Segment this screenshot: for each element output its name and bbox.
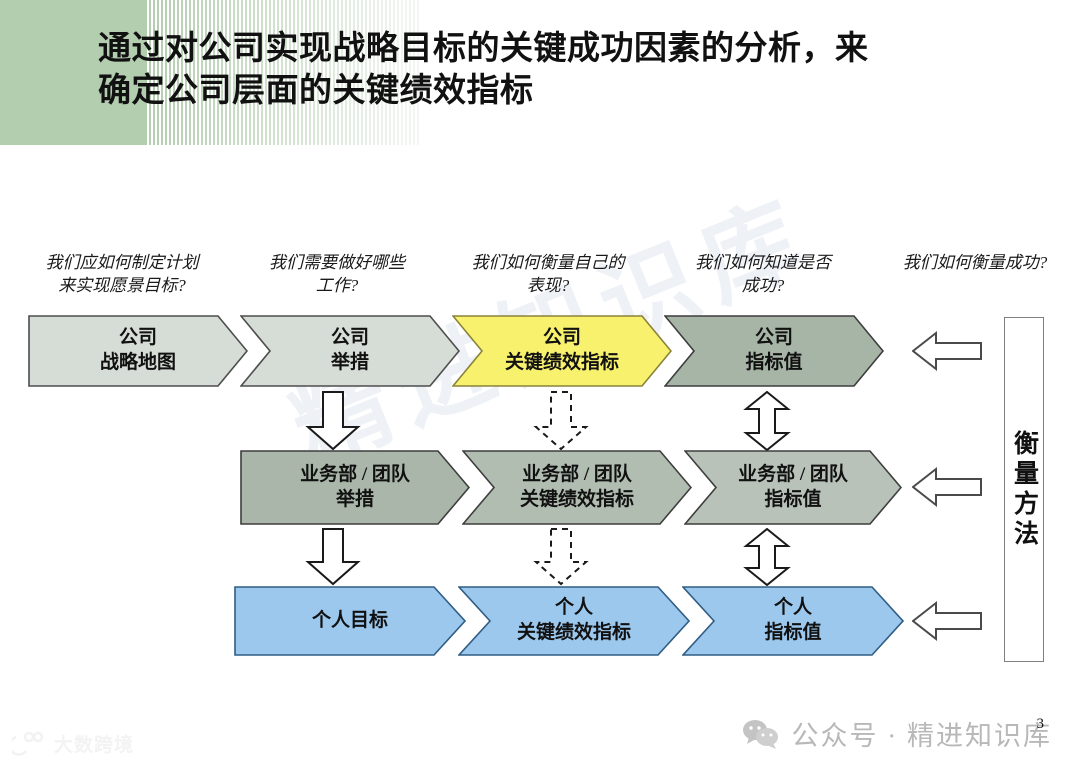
wechat-icon	[742, 719, 778, 749]
cell-label: 业务部 / 团队 指标值	[738, 463, 848, 510]
down-arrow-bu-kpi-dashed	[533, 528, 589, 586]
footer-brand-text: 公众号 · 精进知识库	[791, 721, 1052, 751]
left-arrow-row-individual	[912, 600, 982, 642]
chevron-shape	[240, 315, 460, 387]
cell-individual-target-value[interactable]: 个人 指标值	[682, 586, 904, 656]
measure-method-label: 衡量方法	[1010, 429, 1038, 550]
chevron-shape	[664, 315, 884, 387]
down-arrow-bu-to-individual	[305, 528, 361, 586]
measure-method-panel[interactable]: 衡量方法	[1004, 317, 1044, 662]
title-band-solid	[0, 0, 145, 145]
chevron-shape	[458, 586, 690, 656]
chevron-shape	[462, 450, 692, 525]
corner-watermark-logo: 大数跨境	[12, 730, 134, 757]
chevron-shape	[240, 450, 470, 525]
chevron-shape	[684, 450, 902, 525]
cell-bu-initiatives[interactable]: 业务部 / 团队 举措	[240, 450, 470, 525]
chevron-shape	[234, 586, 466, 656]
cell-label: 公司 关键绩效指标	[504, 327, 619, 373]
page-title: 通过对公司实现战略目标的关键成功因素的分析，来 确定公司层面的关键绩效指标	[98, 31, 869, 110]
page-number: 3	[1036, 716, 1045, 732]
cell-label: 个人目标	[311, 609, 388, 631]
cell-company-initiatives[interactable]: 公司 举措	[240, 315, 460, 387]
cell-label: 公司 战略地图	[99, 327, 176, 373]
chevron-shape	[682, 586, 904, 656]
cell-bu-kpi[interactable]: 业务部 / 团队 关键绩效指标	[462, 450, 692, 525]
question-caption-3: 我们如何衡量自己的 表现?	[471, 253, 625, 295]
cell-bu-target-value[interactable]: 业务部 / 团队 指标值	[684, 450, 902, 525]
left-arrow-row-company	[912, 330, 982, 372]
cell-company-kpi[interactable]: 公司 关键绩效指标	[452, 315, 672, 387]
cell-individual-kpi[interactable]: 个人 关键绩效指标	[458, 586, 690, 656]
question-caption-5: 我们如何衡量成功?	[902, 253, 1048, 272]
cell-label: 个人 指标值	[764, 597, 822, 643]
left-arrow-row-bu	[912, 466, 982, 508]
down-arrow-kpi-dashed	[533, 391, 589, 451]
cell-label: 公司 指标值	[745, 327, 803, 373]
corner-logo-text: 大数跨境	[54, 735, 135, 756]
cell-company-target-value[interactable]: 公司 指标值	[664, 315, 884, 387]
footer-brand: 公众号 · 精进知识库	[742, 714, 1053, 753]
double-arrow-company-bu-value	[743, 391, 791, 451]
double-arrow-bu-individual-value	[743, 528, 791, 586]
chevron-shape	[452, 315, 672, 387]
cell-company-strategy-map[interactable]: 公司 战略地图	[28, 315, 248, 387]
chevron-shape	[28, 315, 248, 387]
down-arrow-initiatives	[305, 391, 361, 451]
cell-label: 业务部 / 团队 关键绩效指标	[519, 463, 634, 510]
title-band-stripes	[145, 0, 420, 145]
dashu-logo-icon	[12, 731, 44, 756]
question-caption-1: 我们应如何制定计划 来实现愿景目标?	[45, 253, 199, 295]
cell-label: 个人 关键绩效指标	[516, 597, 631, 643]
cell-label: 公司 举措	[330, 327, 369, 373]
title-band	[0, 0, 420, 145]
question-caption-2: 我们需要做好哪些 工作?	[269, 253, 405, 295]
question-caption-4: 我们如何知道是否 成功?	[695, 253, 831, 295]
cell-label: 业务部 / 团队 举措	[300, 463, 410, 510]
cell-individual-goals[interactable]: 个人目标	[234, 586, 466, 656]
